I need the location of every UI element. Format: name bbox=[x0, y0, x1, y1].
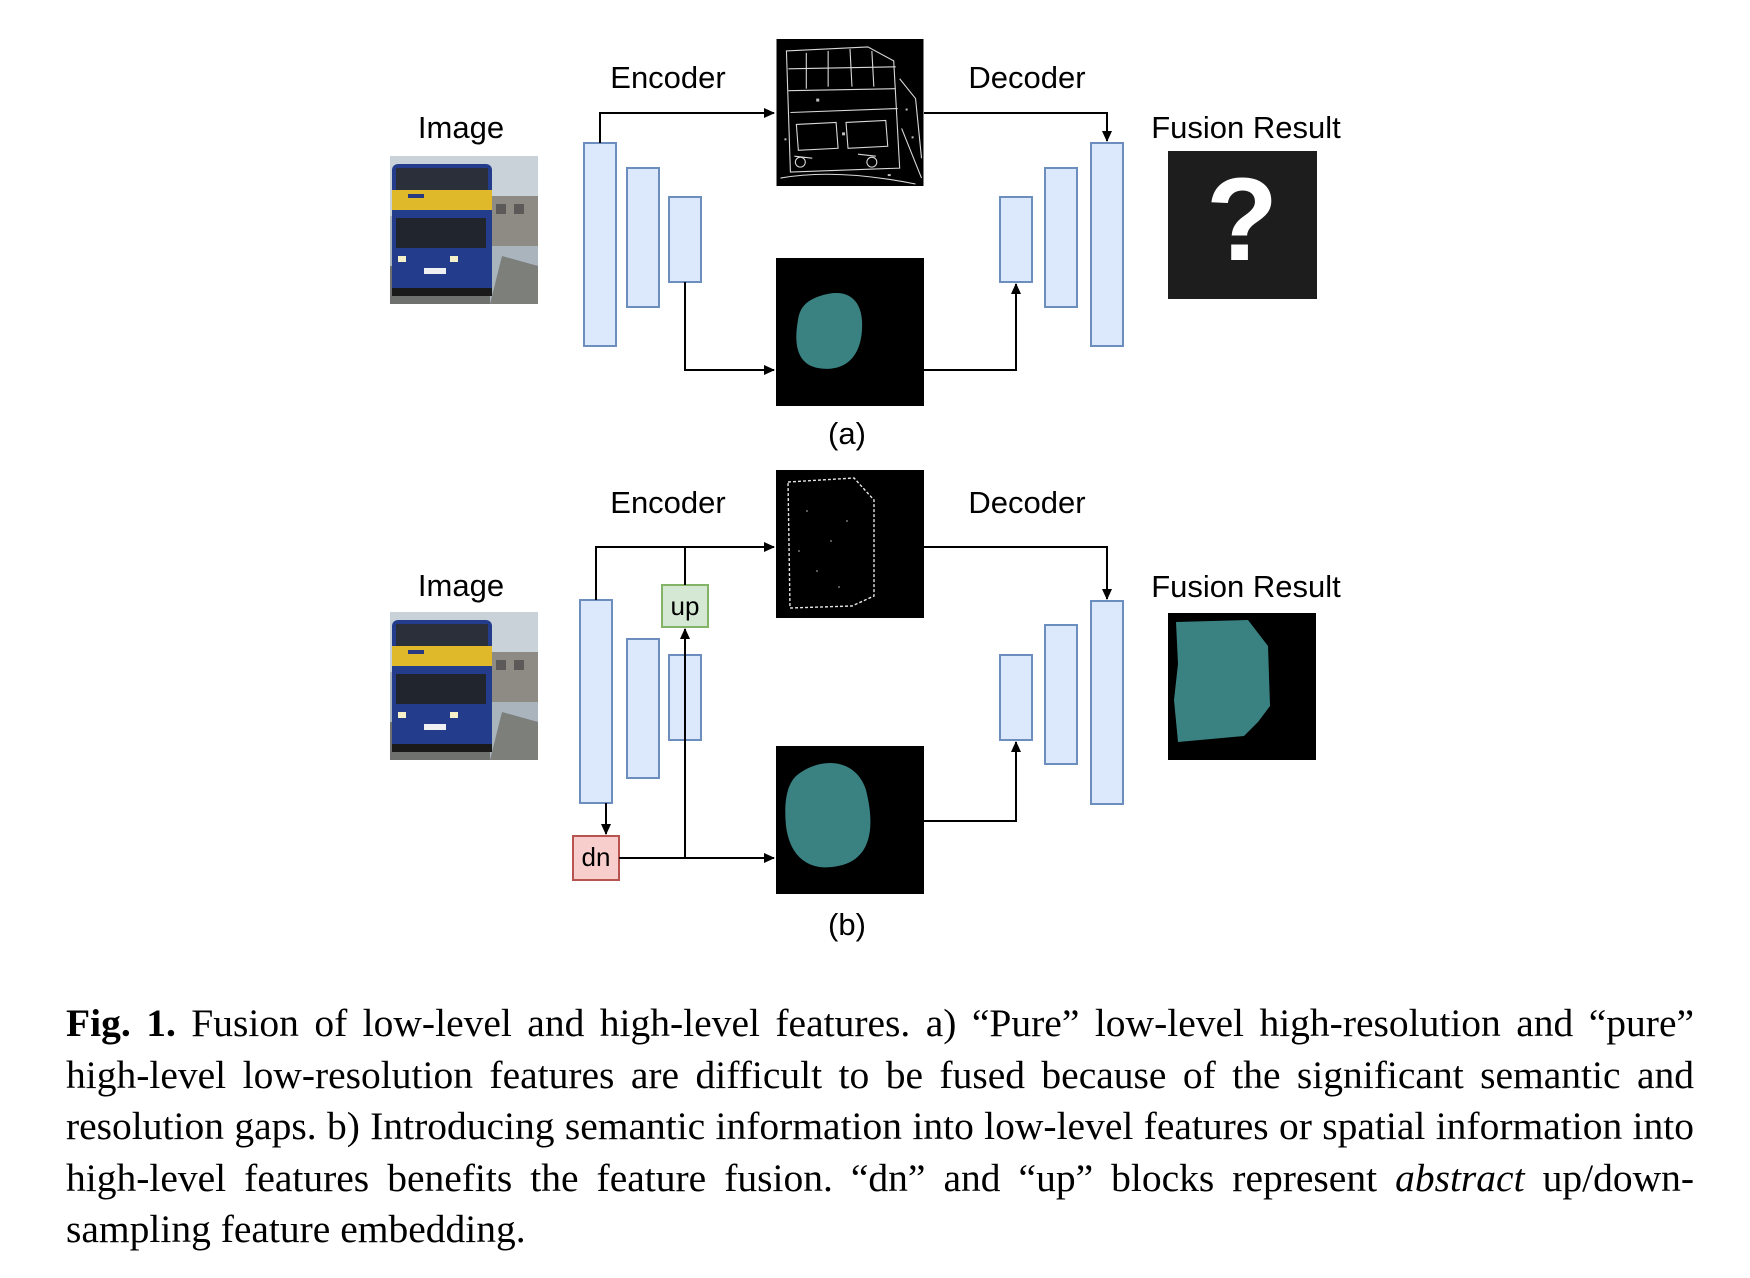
panel-a-encoder-block-1 bbox=[583, 142, 617, 347]
panel-a-arrow-high-level-to-decoder bbox=[924, 283, 1021, 371]
panel-b-fusion-result-box bbox=[1168, 613, 1316, 760]
panel-a-encoder-label: Encoder bbox=[610, 60, 725, 95]
caption-text-end: up/down-sampling feature embedding. bbox=[66, 1155, 1694, 1252]
panel-a: Image Encoder Decoder Fusion Result ? (a… bbox=[390, 39, 1341, 451]
panel-a-low-level-feature-map bbox=[776, 39, 924, 186]
panel-b-dn-label: dn bbox=[582, 842, 611, 872]
panel-b-decoder-label: Decoder bbox=[968, 485, 1085, 520]
panel-b-up-label: up bbox=[671, 591, 700, 621]
panel-b-decoder-block-1 bbox=[999, 654, 1033, 741]
panel-a-caption-label: (a) bbox=[828, 416, 866, 451]
panel-b-dn-block: dn bbox=[572, 835, 620, 881]
panel-a-encoder-block-3 bbox=[668, 196, 702, 283]
panel-b-arrow-high-level-to-decoder bbox=[924, 741, 1021, 822]
panel-a-decoder-label: Decoder bbox=[968, 60, 1085, 95]
panel-b-decoder-block-3 bbox=[1090, 600, 1124, 805]
panel-a-image-label: Image bbox=[418, 110, 504, 145]
panel-b-arrow-low-level-to-decoder bbox=[924, 546, 1112, 600]
panel-a-decoder-block-3 bbox=[1090, 142, 1124, 347]
panel-a-decoder-block-2 bbox=[1044, 167, 1078, 308]
panel-a-skip-arrow-to-low-level bbox=[599, 108, 775, 143]
figure-number: Fig. 1. bbox=[66, 1001, 176, 1045]
panel-b: Image Encoder up dn Decoder Fusion Resul… bbox=[390, 470, 1341, 942]
panel-b-caption-label: (b) bbox=[828, 907, 866, 942]
question-mark-icon: ? bbox=[1206, 154, 1278, 286]
panel-b-skip-arrow-to-low-level bbox=[595, 542, 775, 600]
panel-b-input-image bbox=[390, 612, 538, 760]
panel-a-high-level-feature-map bbox=[776, 258, 924, 406]
panel-b-up-block: up bbox=[661, 584, 709, 628]
panel-b-encoder-label: Encoder bbox=[610, 485, 725, 520]
panel-a-result-label: Fusion Result bbox=[1151, 110, 1341, 145]
panel-a-input-image bbox=[390, 156, 538, 304]
panel-b-encoder-block-2 bbox=[626, 638, 660, 779]
panel-a-arrow-to-high-level bbox=[684, 282, 775, 375]
panel-b-decoder-block-2 bbox=[1044, 624, 1078, 765]
panel-a-arrow-low-level-to-decoder bbox=[924, 112, 1112, 142]
figure-1-diagram: Image Encoder Decoder Fusion Result ? (a… bbox=[390, 39, 1341, 942]
panel-b-encoder-block-1 bbox=[579, 599, 613, 804]
panel-b-low-level-feature-map bbox=[776, 470, 924, 618]
caption-emphasis: abstract bbox=[1395, 1155, 1525, 1200]
figure-caption: Fig. 1. Fusion of low-level and high-lev… bbox=[66, 998, 1694, 1256]
panel-b-high-level-feature-map bbox=[776, 746, 924, 894]
caption-text: Fusion of low-level and high-level featu… bbox=[66, 1001, 1695, 1200]
panel-b-image-label: Image bbox=[418, 568, 504, 603]
panel-b-result-label: Fusion Result bbox=[1151, 569, 1341, 604]
panel-a-encoder-block-2 bbox=[626, 167, 660, 308]
panel-a-fusion-result-box bbox=[1168, 151, 1317, 299]
panel-a-decoder-block-1 bbox=[999, 196, 1033, 283]
